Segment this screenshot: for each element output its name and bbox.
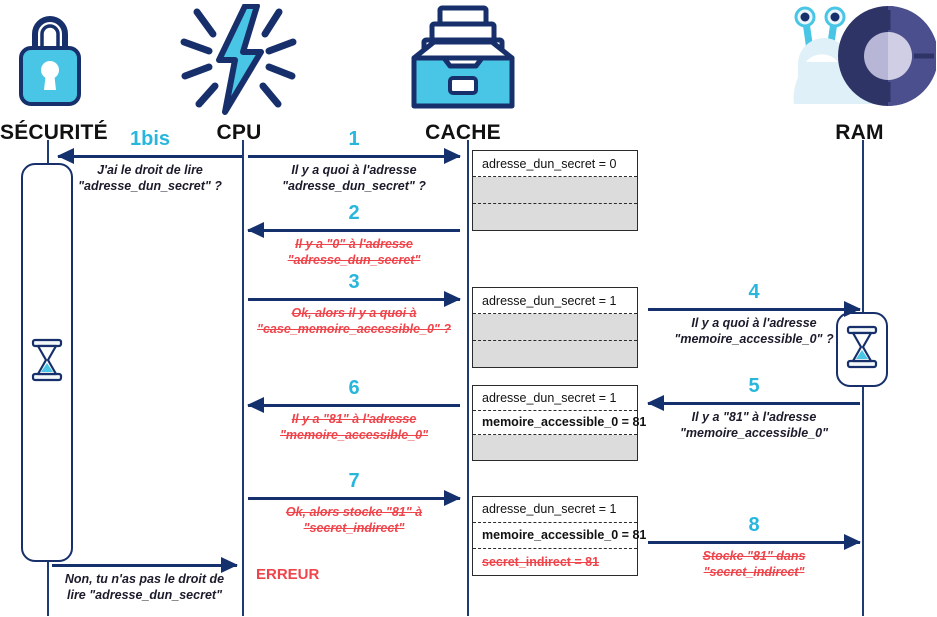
cache-row: secret_indirect = 81 xyxy=(473,548,637,575)
actor-cache: CACHE xyxy=(400,4,526,145)
file-drawer-icon xyxy=(400,4,526,121)
message-text-8: Stocke "81" dans "secret_indirect" xyxy=(702,549,806,579)
lifeline-cpu xyxy=(242,140,244,616)
message-number-1: 1 xyxy=(348,128,360,150)
message-number-3: 3 xyxy=(348,271,360,293)
hourglass-icon xyxy=(29,338,65,387)
cache-row xyxy=(473,314,637,341)
cache-state-4: adresse_dun_secret = 1 memoire_accessibl… xyxy=(472,496,646,576)
cache-row xyxy=(473,435,637,460)
arrowhead-right-icon xyxy=(844,300,861,317)
cache-row xyxy=(473,203,637,230)
cache-state-2: adresse_dun_secret = 1 xyxy=(472,287,638,368)
message-text-1bis: J'ai le droit de lire "adresse_dun_secre… xyxy=(78,163,222,193)
arrowhead-right-icon xyxy=(221,556,238,573)
arrowhead-left-icon xyxy=(247,396,264,413)
cache-row: adresse_dun_secret = 1 xyxy=(473,497,637,523)
message-text-2: Il y a "0" à l'adresse "adresse_dun_secr… xyxy=(287,237,421,267)
padlock-icon xyxy=(0,4,100,121)
message-number-2: 2 xyxy=(348,202,360,224)
arrowhead-right-icon xyxy=(444,290,461,307)
message-number-6: 6 xyxy=(348,377,360,399)
cache-row: memoire_accessible_0 = 81 xyxy=(473,410,646,436)
arrowhead-left-icon xyxy=(57,147,74,164)
message-text-3: Ok, alors il y a quoi à "case_memoire_ac… xyxy=(257,306,451,336)
message-text-deny: Non, tu n'as pas le droit de lire "adres… xyxy=(64,572,225,602)
cache-state-1: adresse_dun_secret = 0 xyxy=(472,150,638,231)
message-number-5: 5 xyxy=(748,375,760,397)
message-number-8: 8 xyxy=(748,514,760,536)
message-number-7: 7 xyxy=(348,470,360,492)
arrowhead-left-icon xyxy=(647,394,664,411)
cache-row: adresse_dun_secret = 1 xyxy=(473,288,637,315)
actor-cpu: CPU xyxy=(178,3,300,145)
error-label: ERREUR xyxy=(256,566,320,583)
cache-row: adresse_dun_secret = 0 xyxy=(473,151,637,178)
cache-state-3: adresse_dun_secret = 1 memoire_accessibl… xyxy=(472,385,646,461)
cache-row: memoire_accessible_0 = 81 xyxy=(473,522,646,549)
message-number-4: 4 xyxy=(748,281,760,303)
actor-label-cpu: CPU xyxy=(216,121,262,144)
cache-row xyxy=(473,177,637,204)
cache-row: adresse_dun_secret = 1 xyxy=(473,386,637,411)
message-text-4: Il y a quoi à l'adresse "memoire_accessi… xyxy=(674,316,834,346)
arrowhead-left-icon xyxy=(247,221,264,238)
snail-icon xyxy=(782,4,937,121)
actor-label-cache: CACHE xyxy=(425,121,501,144)
lifeline-cache xyxy=(467,140,469,616)
actor-securite: SÉCURITÉ xyxy=(0,4,108,145)
message-text-6: Il y a "81" à l'adresse "memoire_accessi… xyxy=(279,412,429,442)
cache-row xyxy=(473,340,637,367)
arrowhead-right-icon xyxy=(844,533,861,550)
message-text-7: Ok, alors stocke "81" à "secret_indirect… xyxy=(285,505,423,535)
activation-ram xyxy=(836,312,888,387)
arrowhead-right-icon xyxy=(444,147,461,164)
message-text-1: Il y a quoi à l'adresse "adresse_dun_sec… xyxy=(282,163,426,193)
arrowhead-right-icon xyxy=(444,489,461,506)
activation-securite xyxy=(21,163,73,562)
hourglass-icon xyxy=(844,325,880,374)
actor-ram: RAM xyxy=(782,4,937,145)
actor-label-securite: SÉCURITÉ xyxy=(0,121,108,144)
actor-label-ram: RAM xyxy=(835,121,884,144)
message-number-1bis: 1bis xyxy=(129,128,171,150)
message-text-5: Il y a "81" à l'adresse "memoire_accessi… xyxy=(679,410,829,440)
lightning-bolt-icon xyxy=(178,3,300,121)
